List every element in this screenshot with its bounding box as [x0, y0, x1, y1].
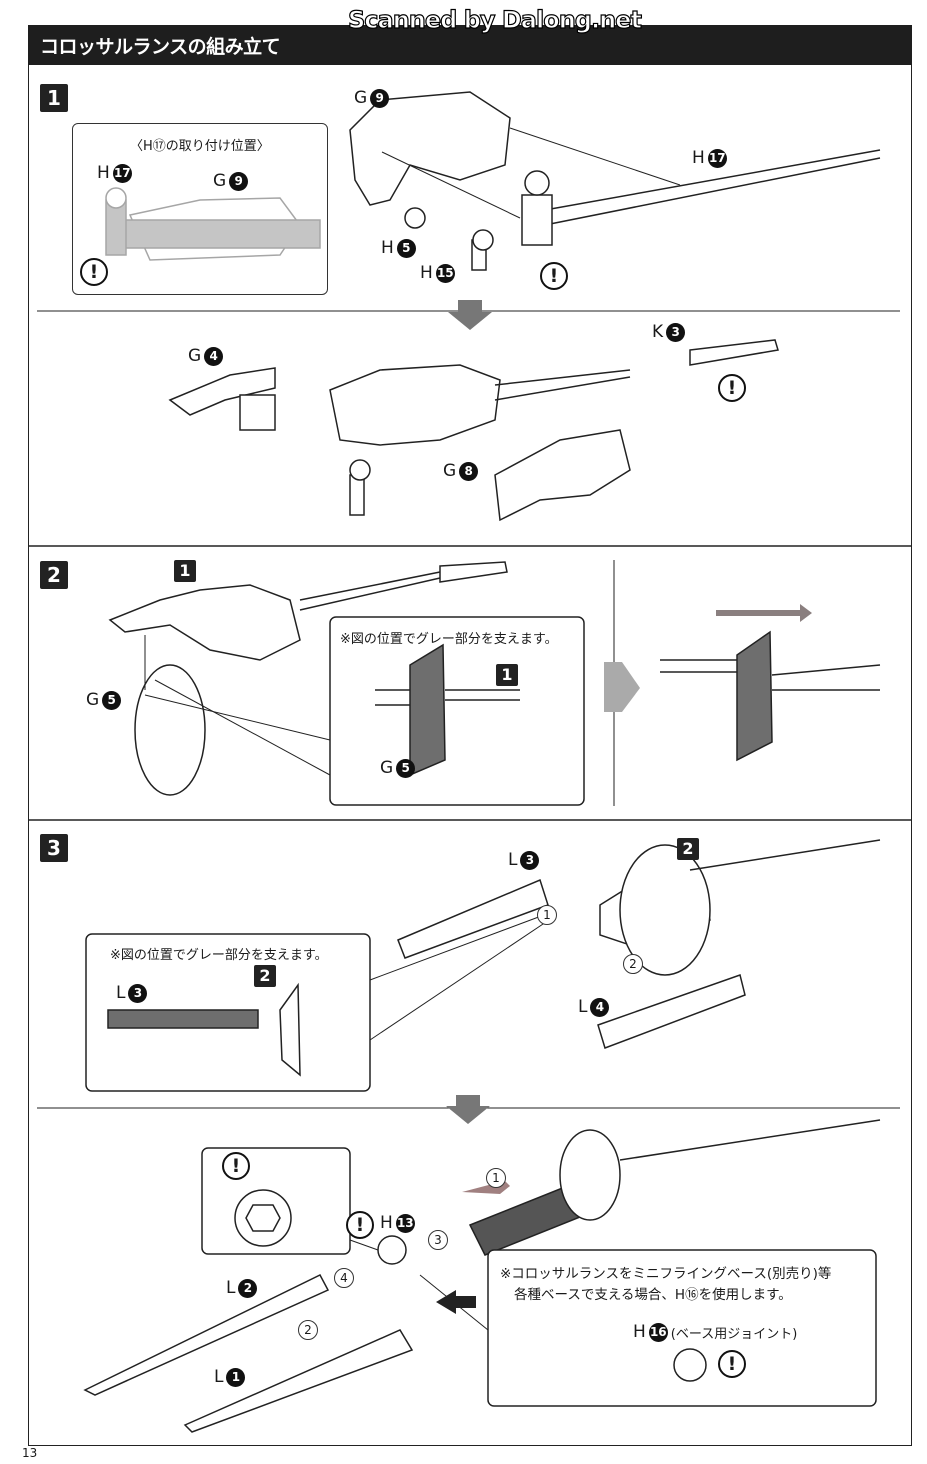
sub-assembly-1-badge-inset: 1 — [496, 664, 518, 686]
page-title: コロッサルランスの組み立て — [40, 36, 281, 58]
step-1-badge: 1 — [40, 84, 68, 112]
order-step-1: 1 — [537, 905, 557, 925]
inset-caption: ※図の位置でグレー部分を支えます。 — [110, 948, 328, 963]
sub-assembly-1-badge: 1 — [174, 560, 196, 582]
warning-icon: ! — [346, 1211, 374, 1239]
h17-position-inset — [72, 123, 328, 295]
order-step-1: 1 — [486, 1168, 506, 1188]
order-step-2: 2 — [623, 954, 643, 974]
header-bar — [28, 25, 912, 65]
inset-caption: ※図の位置でグレー部分を支えます。 — [340, 632, 558, 647]
note-line-2: 各種ベースで支える場合、H⑯を使用します。 — [514, 1287, 792, 1303]
step-3-badge: 3 — [40, 834, 68, 862]
order-step-3: 3 — [428, 1230, 448, 1250]
sub-assembly-2-badge: 2 — [677, 838, 699, 860]
order-step-2: 2 — [298, 1320, 318, 1340]
inset-caption: 〈H⑰の取り付け位置〉 — [130, 139, 270, 154]
watermark: Scanned by Dalong.net — [347, 5, 642, 34]
warning-icon: ! — [718, 1350, 746, 1378]
note-line-1: ※コロッサルランスをミニフライングベース(別売り)等 — [500, 1266, 832, 1282]
warning-icon: ! — [222, 1152, 250, 1180]
step-2-badge: 2 — [40, 561, 68, 589]
warning-icon: ! — [80, 258, 108, 286]
sub-assembly-2-badge-inset: 2 — [254, 965, 276, 987]
warning-icon: ! — [540, 262, 568, 290]
order-step-4: 4 — [334, 1268, 354, 1288]
page-number: 13 — [22, 1446, 38, 1460]
warning-icon: ! — [718, 374, 746, 402]
